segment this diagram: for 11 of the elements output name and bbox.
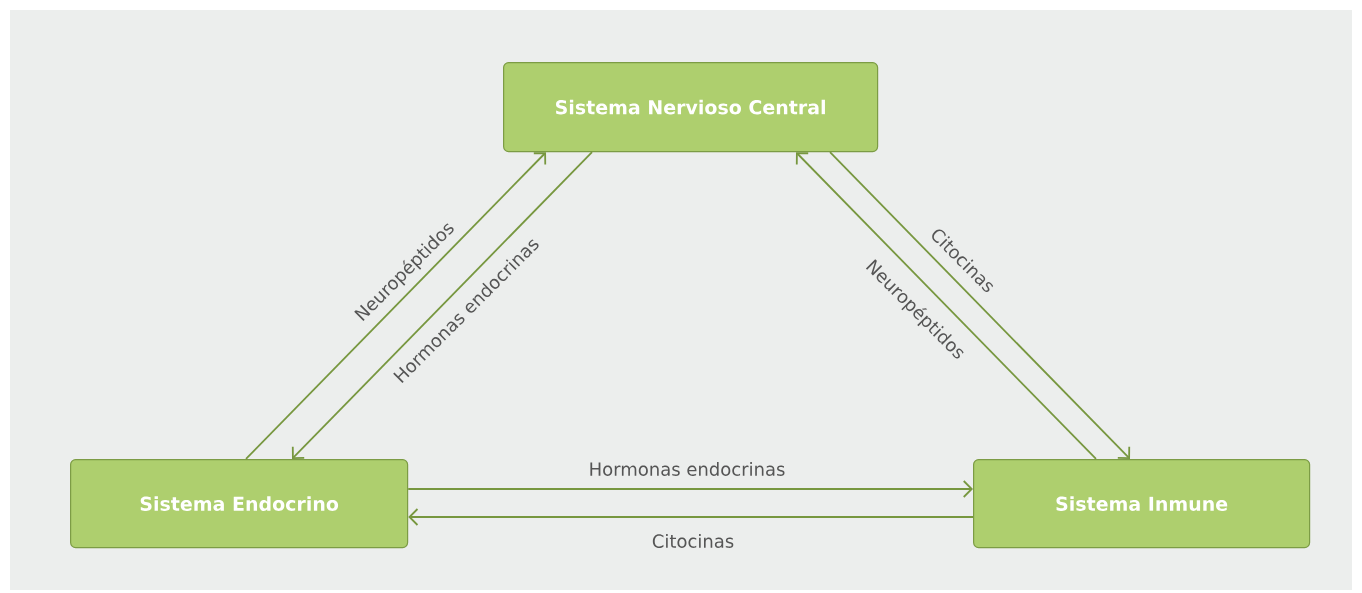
system-box: Sistema Nervioso Central: [503, 62, 879, 153]
system-box: Sistema Inmune: [973, 459, 1311, 549]
system-box: Sistema Endocrino: [70, 459, 409, 549]
arrow: [829, 151, 1131, 459]
arrow: [408, 508, 974, 526]
arrow: [795, 152, 1097, 460]
edge-label: Hormonas endocrinas: [587, 461, 787, 477]
edge-label: Citocinas: [650, 533, 736, 549]
arrow: [245, 152, 547, 460]
arrow: [407, 480, 973, 498]
arrow: [291, 151, 593, 459]
